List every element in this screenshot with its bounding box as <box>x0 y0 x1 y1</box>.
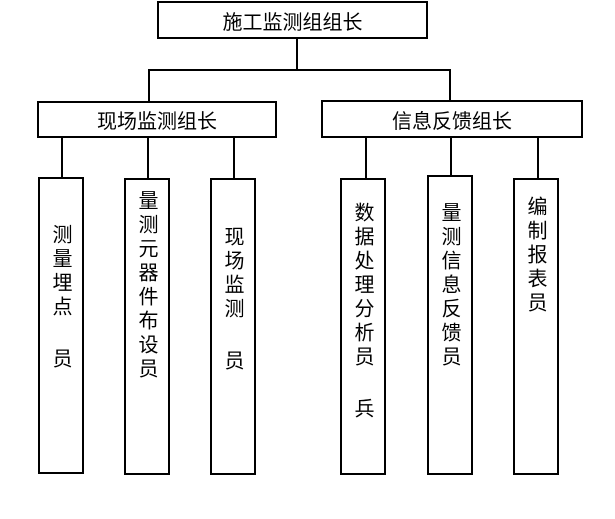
leaf-node: 量测信息反馈员 <box>427 175 473 475</box>
leaf-node-label: 数据处理分析员 兵 <box>351 202 375 422</box>
root-node: 施工监测组组长 <box>157 1 428 39</box>
leaf-node: 现场监测 员 <box>210 178 256 475</box>
right-branch-drop-line <box>449 69 451 101</box>
left-child2-connector <box>147 137 149 179</box>
leaf-node-label: 量测元器件布设员 <box>135 190 159 382</box>
root-hbar-line <box>148 69 450 71</box>
leaf-node-label: 编制报表员 <box>524 196 548 316</box>
right-child1-connector <box>365 137 367 179</box>
branch-node-info-feedback: 信息反馈组长 <box>321 100 583 138</box>
branch-node-onsite-monitoring: 现场监测组长 <box>37 101 277 138</box>
leaf-node-label: 量测信息反馈员 <box>438 202 462 370</box>
root-stem-line <box>296 38 298 70</box>
leaf-node-label: 测量埋点 员 <box>49 224 73 372</box>
right-child3-connector <box>537 137 539 179</box>
leaf-node: 量测元器件布设员 <box>124 178 170 475</box>
branch-node-label: 现场监测组长 <box>97 109 217 133</box>
root-node-label: 施工监测组组长 <box>222 9 363 34</box>
left-branch-drop-line <box>148 69 150 102</box>
leaf-node-label: 现场监测 员 <box>221 226 245 374</box>
leaf-node: 数据处理分析员 兵 <box>340 178 386 475</box>
left-child1-connector <box>61 137 63 179</box>
left-child3-connector <box>233 137 235 179</box>
leaf-node: 编制报表员 <box>513 178 559 475</box>
branch-node-label: 信息反馈组长 <box>392 108 512 133</box>
right-child2-connector <box>450 137 452 176</box>
leaf-node: 测量埋点 员 <box>38 177 84 474</box>
